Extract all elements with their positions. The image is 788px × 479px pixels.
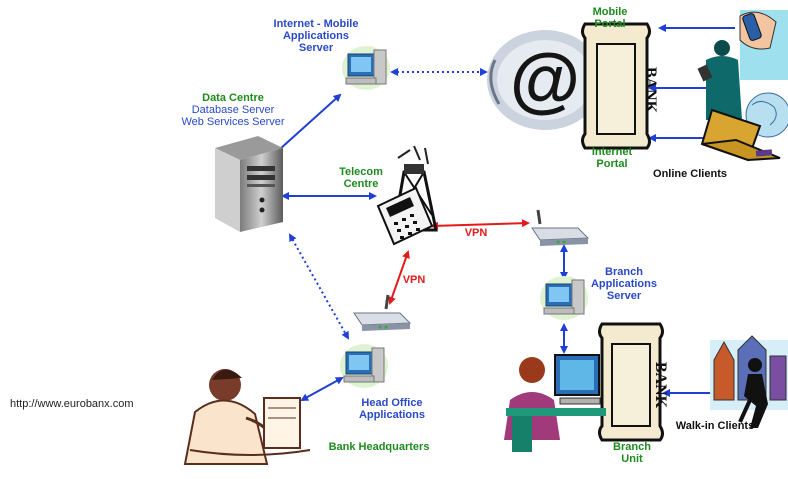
mobile-user-icon	[697, 10, 788, 120]
svg-text:BANK: BANK	[652, 362, 669, 409]
label-mobile-portal: Mobile Portal	[592, 6, 628, 30]
svg-text:BANK: BANK	[642, 67, 659, 114]
router-icon	[353, 294, 412, 331]
label-branch-unit: Branch Unit	[613, 441, 651, 465]
router-icon	[531, 209, 590, 246]
label-head-office: Head Office Applications	[358, 397, 425, 421]
vpn-telecom-branch	[430, 219, 530, 230]
label-internet-portal: Internet Portal	[591, 146, 633, 170]
label-walkin-clients: Walk-in Clients	[675, 420, 755, 432]
walkin-client-icon	[710, 335, 788, 428]
label-bank-headquarters: Bank Headquarters	[328, 441, 430, 453]
link-datacentre-headoffice	[289, 233, 349, 340]
bank-sign-icon: BANK	[598, 322, 669, 442]
telecom-tower-icon	[376, 145, 438, 246]
label-vpn-horizontal: VPN	[464, 227, 488, 239]
bank-sign-icon: BANK	[581, 22, 659, 150]
label-telecom-centre: Telecom Centre	[339, 166, 383, 190]
label-data-centre: Data Centre Database Server Web Services…	[181, 92, 285, 128]
svg-text:@: @	[510, 40, 580, 120]
office-worker-icon	[183, 369, 311, 465]
laptop-icon	[700, 92, 788, 162]
server-tower-icon	[215, 136, 283, 232]
teller-icon	[504, 354, 606, 452]
label-vpn-vertical: VPN	[402, 274, 426, 286]
workstation-icon	[340, 344, 388, 388]
workstation-icon	[540, 276, 588, 320]
label-internet-mobile-server: Internet - Mobile Applications Server	[273, 18, 359, 54]
label-branch-server: Branch Applications Server	[590, 266, 657, 302]
link-headoffice-hq	[300, 377, 344, 401]
label-online-clients: Online Clients	[653, 168, 727, 180]
workstation-icon	[338, 42, 394, 94]
vpn-telecom-headoffice	[388, 250, 410, 305]
source-url: http://www.eurobanx.com	[10, 398, 134, 410]
at-sign-icon: @	[487, 30, 607, 130]
